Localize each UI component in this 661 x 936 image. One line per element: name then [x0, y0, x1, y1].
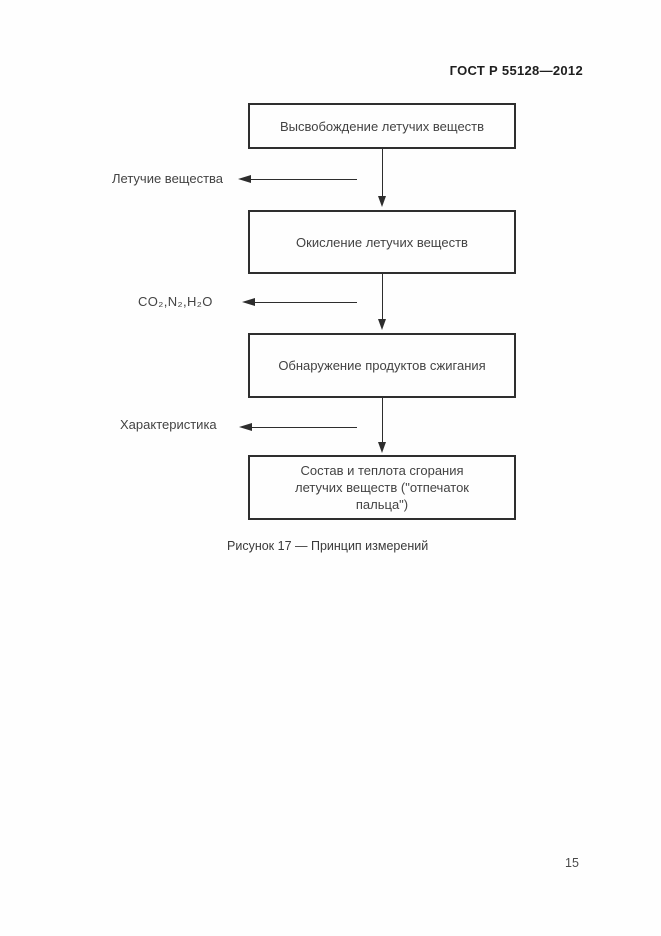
arrow-left-1-head-icon [238, 175, 251, 183]
page-number: 15 [565, 856, 579, 870]
arrow-down-3-line [382, 398, 383, 442]
document-header: ГОСТ Р 55128—2012 [449, 63, 583, 78]
arrow-left-2-head-icon [242, 298, 255, 306]
flow-box-label: Окисление летучих веществ [296, 234, 468, 250]
arrow-left-1-line [251, 179, 357, 180]
flow-box-label: Высвобождение летучих веществ [279, 118, 485, 134]
arrow-left-2-line [255, 302, 357, 303]
arrow-down-2-head-icon [378, 319, 386, 330]
arrow-down-2-line [382, 274, 383, 319]
flow-box-label: Обнаружение продуктов сжигания [278, 358, 486, 373]
flow-box-detection-products: Обнаружение продуктов сжигания [248, 333, 516, 398]
flow-box-oxidation-volatiles: Окисление летучих веществ [248, 210, 516, 274]
arrow-left-3-line [252, 427, 357, 428]
arrow-down-3-head-icon [378, 442, 386, 453]
flow-box-label: Состав и теплота сгорания летучих вещест… [295, 463, 469, 512]
side-label-combustion-gases: CO₂,N₂,H₂O [138, 294, 213, 309]
arrow-down-1-head-icon [378, 196, 386, 207]
flow-box-composition-heat: Состав и теплота сгорания летучих вещест… [248, 455, 516, 520]
arrow-down-1-line [382, 149, 383, 196]
side-label-volatile-substances: Летучие вещества [112, 171, 224, 186]
figure-caption: Рисунок 17 — Принцип измерений [227, 539, 429, 553]
side-label-characteristic: Характеристика [120, 417, 217, 432]
arrow-left-3-head-icon [239, 423, 252, 431]
flow-box-release-volatiles: Высвобождение летучих веществ [248, 103, 516, 149]
